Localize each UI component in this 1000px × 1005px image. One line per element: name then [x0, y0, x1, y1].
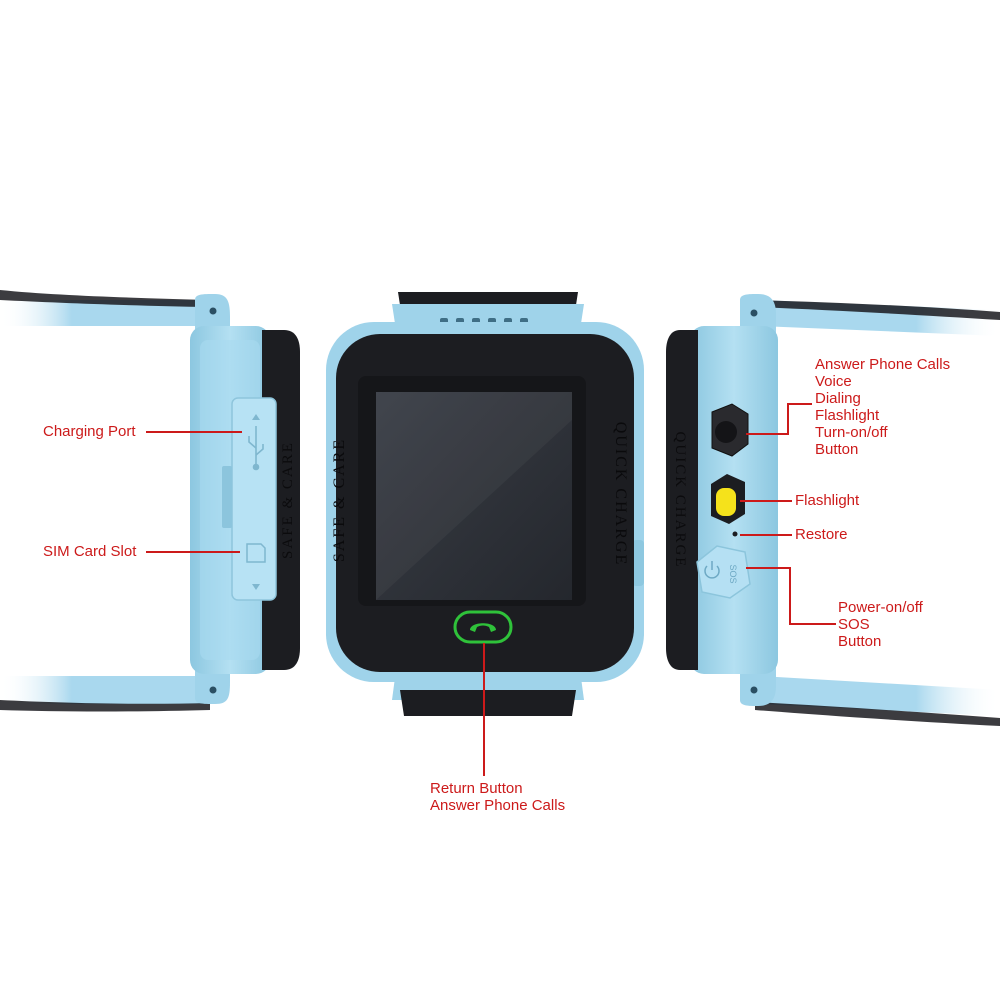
- callout-line-text: SOS: [838, 616, 870, 633]
- port-cover[interactable]: [231, 397, 277, 601]
- power-button-line: [746, 567, 836, 625]
- sim-card-icon: [246, 543, 266, 563]
- front-right-engraving: QUICK CHARGE: [612, 422, 629, 566]
- right-side-engraving: QUICK CHARGE: [672, 432, 688, 569]
- callout-line-text: Answer Phone Calls: [815, 356, 951, 373]
- callout-line-text: Button: [838, 633, 882, 650]
- sim-card-slot-label: SIM Card Slot: [43, 543, 137, 560]
- flashlight-label: Flashlight: [795, 492, 860, 509]
- callout-lines: [146, 403, 836, 776]
- right-upper-strap: [755, 300, 1000, 336]
- left-upper-strap: [0, 290, 210, 326]
- lug-screw: [209, 307, 217, 315]
- callout-line-text: Flashlight: [815, 407, 880, 424]
- left-lower-strap: [0, 676, 210, 712]
- restore-label: Restore: [795, 526, 848, 543]
- right-lower-strap: [755, 676, 1000, 726]
- lug-screw: [750, 686, 758, 694]
- sos-engraving: SOS: [728, 564, 738, 583]
- front-lower-strap: [400, 690, 576, 716]
- side-button[interactable]: [632, 540, 644, 586]
- cover-hinge: [222, 466, 232, 528]
- right-side-view: QUICK CHARGE SOS: [666, 294, 1000, 726]
- sos-button[interactable]: SOS: [696, 545, 751, 599]
- power-icon: [704, 561, 720, 579]
- callout-line-text: Power-on/off: [838, 599, 923, 616]
- callout-line-text: Voice: [815, 373, 852, 390]
- callout-line-text: Dialing: [815, 390, 861, 407]
- answer-button-label: Answer Phone Calls Voice Dialing Flashli…: [815, 356, 950, 458]
- screen: [376, 392, 572, 600]
- return-call-button[interactable]: [453, 610, 513, 644]
- right-bezel-edge: [666, 330, 698, 670]
- callout-line-text: Button: [815, 441, 859, 458]
- callout-line-text: Return Button: [430, 780, 523, 797]
- charging-port-label: Charging Port: [43, 423, 136, 440]
- restore-hole[interactable]: [732, 531, 738, 537]
- return-button-label: Return Button Answer Phone Calls: [430, 780, 565, 814]
- flashlight-button[interactable]: [711, 474, 745, 524]
- front-left-engraving: SAFE & CARE: [331, 438, 348, 562]
- power-button-label: Power-on/off SOS Button: [838, 599, 923, 650]
- phone-call-icon: [470, 623, 496, 632]
- callout-line-text: Turn-on/off: [815, 424, 888, 441]
- callout-line-text: Answer Phone Calls: [430, 797, 566, 814]
- answer-button[interactable]: [711, 403, 749, 457]
- lug-screw: [750, 309, 758, 317]
- front-view: SAFE & CARE QUICK CHARGE: [326, 292, 644, 716]
- lug-screw: [209, 686, 217, 694]
- usb-icon: [248, 426, 264, 471]
- answer-button-line: [746, 403, 812, 435]
- left-side-engraving: SAFE & CARE: [280, 441, 296, 559]
- left-side-view: SAFE & CARE: [0, 290, 300, 712]
